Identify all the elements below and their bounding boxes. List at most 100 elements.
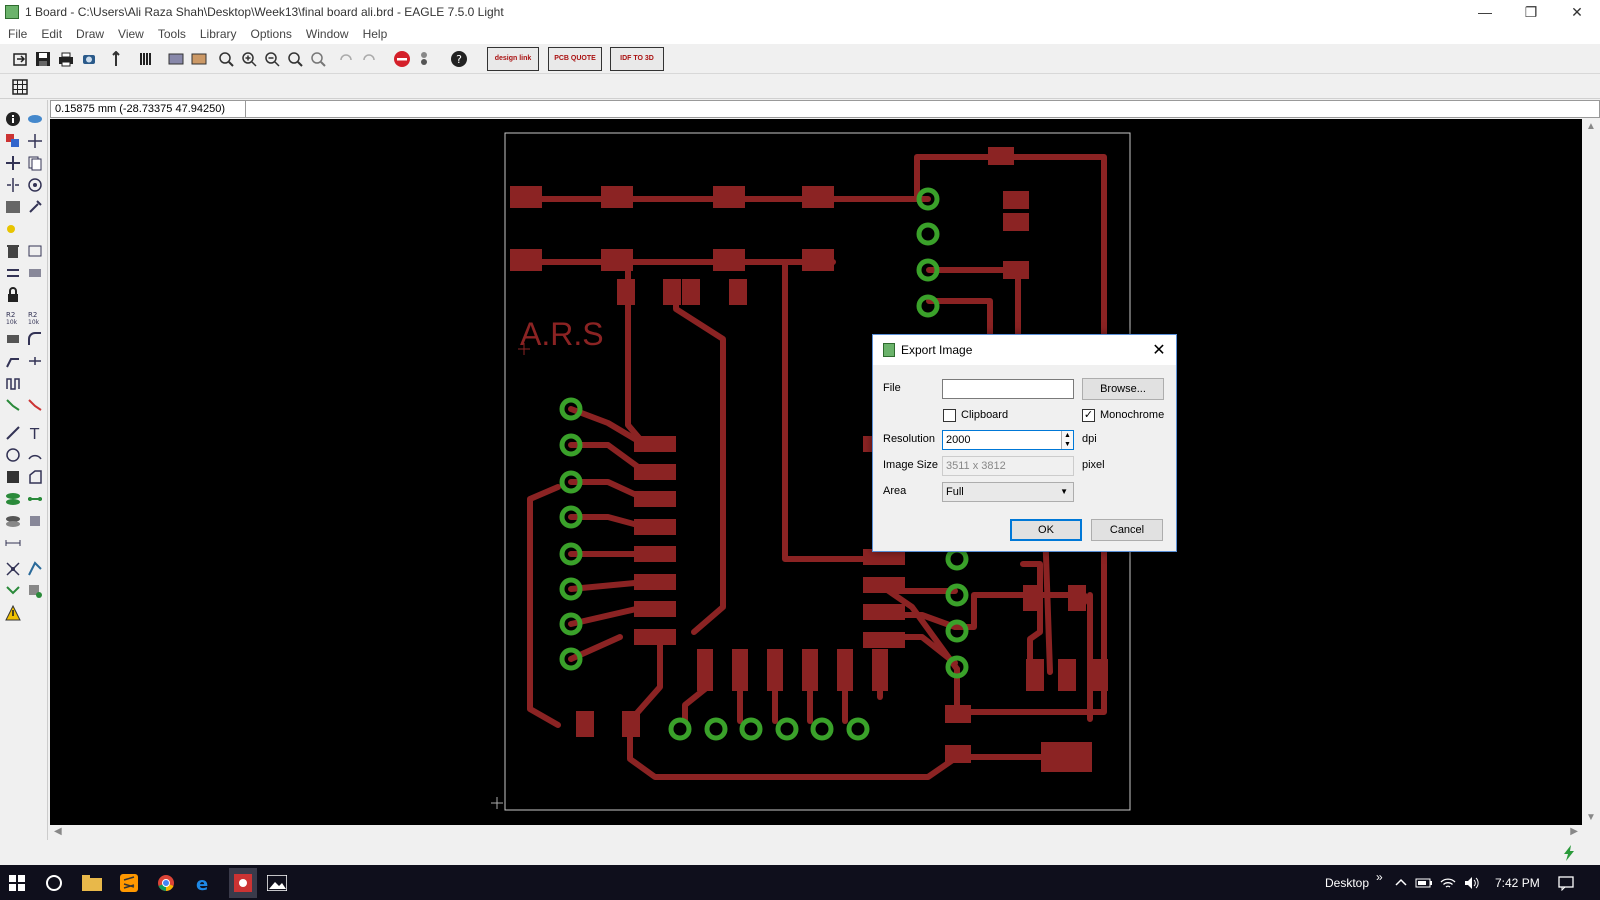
- redo-icon[interactable]: [359, 49, 379, 69]
- group-icon[interactable]: [3, 198, 23, 216]
- action-center-icon[interactable]: [1555, 872, 1577, 894]
- text-icon[interactable]: T: [25, 424, 45, 442]
- cam-processor-icon[interactable]: [79, 49, 99, 69]
- save-icon[interactable]: [33, 49, 53, 69]
- desktop-toolbar-label[interactable]: Desktop: [1325, 875, 1370, 890]
- optimize-icon[interactable]: [25, 352, 45, 370]
- display-icon[interactable]: [3, 132, 23, 150]
- photos-icon[interactable]: [266, 872, 288, 894]
- attribute-icon[interactable]: [25, 512, 45, 530]
- pinswap-icon[interactable]: [3, 264, 23, 282]
- menu-window[interactable]: Window: [305, 27, 349, 41]
- battery-icon[interactable]: [1413, 872, 1435, 894]
- eagle-task-icon[interactable]: [229, 868, 257, 898]
- area-select[interactable]: Full ▼: [942, 482, 1074, 502]
- signal-icon[interactable]: [25, 490, 45, 508]
- mark-icon[interactable]: [25, 132, 45, 150]
- mirror-icon[interactable]: [3, 176, 23, 194]
- horizontal-scrollbar[interactable]: ◀ ▶: [50, 825, 1582, 841]
- minimize-button[interactable]: —: [1478, 4, 1492, 20]
- copy-icon[interactable]: [25, 154, 45, 172]
- resolution-spinner[interactable]: ▲▼: [1061, 431, 1073, 449]
- redraw-icon[interactable]: [285, 49, 305, 69]
- wire-icon[interactable]: [3, 424, 23, 442]
- board-canvas[interactable]: A.R.S: [50, 119, 1582, 825]
- dimension-icon[interactable]: [3, 534, 23, 552]
- menu-library[interactable]: Library: [199, 27, 237, 41]
- go-icon[interactable]: [414, 49, 434, 69]
- resolution-input[interactable]: 2000: [942, 430, 1074, 450]
- menu-edit[interactable]: Edit: [41, 27, 63, 41]
- idf-to-3d-button[interactable]: IDF TO 3D: [610, 47, 664, 71]
- toolbar-chevrons[interactable]: »: [1376, 869, 1383, 884]
- edge-icon[interactable]: e: [192, 872, 214, 894]
- file-explorer-icon[interactable]: [81, 872, 103, 894]
- clipboard-checkbox[interactable]: [943, 409, 956, 422]
- lock-icon[interactable]: [3, 286, 23, 304]
- ulp-icon[interactable]: [166, 49, 186, 69]
- rotate-icon[interactable]: [25, 176, 45, 194]
- autorouter-icon[interactable]: [25, 560, 45, 578]
- replace-icon[interactable]: [25, 264, 45, 282]
- via-icon[interactable]: [3, 490, 23, 508]
- help-icon[interactable]: ?: [449, 49, 469, 69]
- menu-draw[interactable]: Draw: [76, 27, 105, 41]
- cancel-button[interactable]: Cancel: [1091, 519, 1163, 541]
- script-icon[interactable]: [136, 49, 156, 69]
- layer-settings-icon[interactable]: [189, 49, 209, 69]
- rect-icon[interactable]: [3, 468, 23, 486]
- scroll-left-icon[interactable]: ◀: [54, 826, 62, 837]
- circle-icon[interactable]: [3, 446, 23, 464]
- paste-icon[interactable]: [3, 220, 23, 238]
- miter-icon[interactable]: [25, 330, 45, 348]
- menu-options[interactable]: Options: [250, 27, 292, 41]
- scroll-up-icon[interactable]: ▲: [1586, 121, 1596, 132]
- volume-icon[interactable]: [1461, 872, 1483, 894]
- tray-expand-icon[interactable]: [1390, 872, 1412, 894]
- zoom-out-icon[interactable]: [262, 49, 282, 69]
- errors-icon[interactable]: [3, 604, 23, 622]
- change-icon[interactable]: [25, 198, 45, 216]
- chrome-icon[interactable]: [155, 872, 177, 894]
- clock[interactable]: 7:42 PM: [1495, 875, 1540, 890]
- drc-icon[interactable]: [25, 582, 45, 600]
- restore-button[interactable]: ❐: [1524, 3, 1538, 20]
- command-line-input[interactable]: [245, 101, 1599, 117]
- ok-button[interactable]: OK: [1010, 519, 1082, 541]
- open-icon[interactable]: [10, 49, 30, 69]
- ripup-icon[interactable]: [25, 396, 45, 414]
- show-icon[interactable]: [25, 110, 45, 128]
- scroll-right-icon[interactable]: ▶: [1570, 826, 1578, 837]
- design-link-button[interactable]: design link: [487, 47, 539, 71]
- menu-help[interactable]: Help: [362, 27, 388, 41]
- meander-icon[interactable]: [3, 374, 23, 392]
- file-input[interactable]: [942, 379, 1074, 399]
- polygon-icon[interactable]: [25, 468, 45, 486]
- browse-button[interactable]: Browse...: [1082, 378, 1164, 400]
- use-icon[interactable]: [106, 49, 126, 69]
- dialog-close-icon[interactable]: ✕: [1152, 342, 1166, 359]
- sublime-text-icon[interactable]: [118, 872, 140, 894]
- route-icon[interactable]: [3, 396, 23, 414]
- menu-tools[interactable]: Tools: [157, 27, 186, 41]
- smash-icon[interactable]: [3, 330, 23, 348]
- stop-icon[interactable]: [392, 49, 412, 69]
- windows-start-icon[interactable]: [6, 872, 28, 894]
- monochrome-checkbox[interactable]: ✓: [1082, 409, 1095, 422]
- menu-view[interactable]: View: [118, 27, 144, 41]
- pcb-quote-button[interactable]: PCB QUOTE: [548, 47, 602, 71]
- arc-icon[interactable]: [25, 446, 45, 464]
- menu-file[interactable]: File: [8, 27, 28, 41]
- print-icon[interactable]: [56, 49, 76, 69]
- erc-icon[interactable]: [3, 582, 23, 600]
- grid-icon[interactable]: [10, 77, 30, 97]
- undo-icon[interactable]: [336, 49, 356, 69]
- zoom-in-icon[interactable]: [239, 49, 259, 69]
- hole-icon[interactable]: [3, 512, 23, 530]
- ratsnest-icon[interactable]: [3, 560, 23, 578]
- search-icon[interactable]: [43, 872, 65, 894]
- close-window-button[interactable]: ✕: [1571, 3, 1583, 20]
- split-icon[interactable]: [3, 352, 23, 370]
